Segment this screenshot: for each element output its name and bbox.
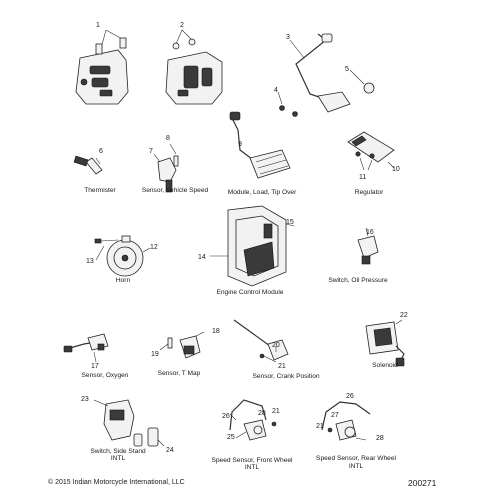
left-handlebar-switch-drawing (75, 29, 129, 105)
callout-4: 4 (274, 87, 278, 94)
callout-15: 15 (286, 219, 294, 226)
callout-26-front: 26 (222, 413, 230, 420)
callout-13: 13 (86, 258, 94, 265)
caption-thermister: Thermister (84, 187, 116, 194)
caption-horn: Horn (115, 277, 131, 284)
caption-front-wheel-intl: INTL (244, 464, 260, 471)
rear-wheel-speed-sensor-drawing (321, 401, 371, 441)
callout-11: 11 (359, 174, 367, 181)
caption-switch-side-stand: Switch, Side Stand (90, 448, 146, 455)
callout-6: 6 (99, 148, 103, 155)
tip-over-module-drawing (229, 111, 291, 179)
caption-speed-sensor-rear-wheel: Speed Sensor, Rear Wheel (316, 455, 396, 462)
callout-28-rear: 28 (376, 435, 384, 442)
caption-sensor-t-map: Sensor, T Map (157, 370, 201, 377)
vehicle-speed-sensor-drawing (153, 143, 179, 193)
side-stand-switch-drawing (93, 399, 165, 447)
callout-3: 3 (286, 34, 290, 41)
callout-1: 1 (96, 22, 100, 29)
callout-27: 27 (331, 412, 339, 419)
callout-28-front: 28 (258, 410, 266, 417)
oxygen-sensor-drawing (63, 333, 109, 363)
callout-17: 17 (91, 363, 99, 370)
caption-sensor-vehicle-speed: Sensor, Vehicle Speed (141, 187, 209, 194)
callout-23: 23 (81, 396, 89, 403)
front-wheel-speed-sensor-drawing (229, 399, 277, 441)
callout-21-rear: 21 (316, 423, 324, 430)
caption-switch-oil-pressure: Switch, Oil Pressure (328, 277, 388, 284)
callout-21-crank: 21 (278, 363, 286, 370)
t-map-sensor-drawing (159, 331, 205, 359)
caption-side-stand-intl: INTL (110, 455, 126, 462)
callout-22: 22 (400, 312, 408, 319)
callout-2: 2 (180, 22, 184, 29)
regulator-drawing (347, 131, 395, 171)
caption-sensor-crank-position: Sensor, Crank Position (252, 373, 320, 380)
callout-12: 12 (150, 244, 158, 251)
thermister-drawing (73, 155, 103, 175)
callout-10: 10 (392, 166, 400, 173)
caption-solenoid: Solenoid (372, 362, 398, 369)
crank-position-sensor-drawing (233, 319, 289, 363)
caption-engine-control-module: Engine Control Module (216, 289, 284, 296)
engine-control-module-drawing (210, 205, 295, 287)
callout-25: 25 (227, 434, 235, 441)
caption-regulator: Regulator (354, 189, 384, 196)
diagram-number: 200271 (408, 478, 437, 488)
horn-drawing (94, 235, 151, 277)
callout-5: 5 (345, 66, 349, 73)
caption-module-load-tip-over: Module, Load, Tip Over (227, 189, 297, 196)
callout-21-front: 21 (272, 408, 280, 415)
callout-16: 16 (366, 229, 374, 236)
oil-pressure-switch-drawing (357, 227, 379, 265)
callout-24: 24 (166, 447, 174, 454)
callout-9: 9 (238, 141, 242, 148)
callout-7: 7 (149, 148, 153, 155)
caption-rear-wheel-intl: INTL (348, 463, 364, 470)
caption-speed-sensor-front-wheel: Speed Sensor, Front Wheel (211, 457, 293, 464)
tube-assembly-drawing (277, 33, 375, 117)
copyright-notice: © 2015 Indian Motorcycle International, … (48, 479, 185, 486)
callout-26-rear: 26 (346, 393, 354, 400)
solenoid-drawing (365, 319, 405, 367)
right-handlebar-switch-drawing (165, 29, 223, 105)
callout-18: 18 (212, 328, 220, 335)
callout-14: 14 (198, 254, 206, 261)
callout-8: 8 (166, 135, 170, 142)
callout-19: 19 (151, 351, 159, 358)
callout-20: 20 (272, 342, 280, 349)
caption-sensor-oxygen: Sensor, Oxygen (81, 372, 129, 379)
